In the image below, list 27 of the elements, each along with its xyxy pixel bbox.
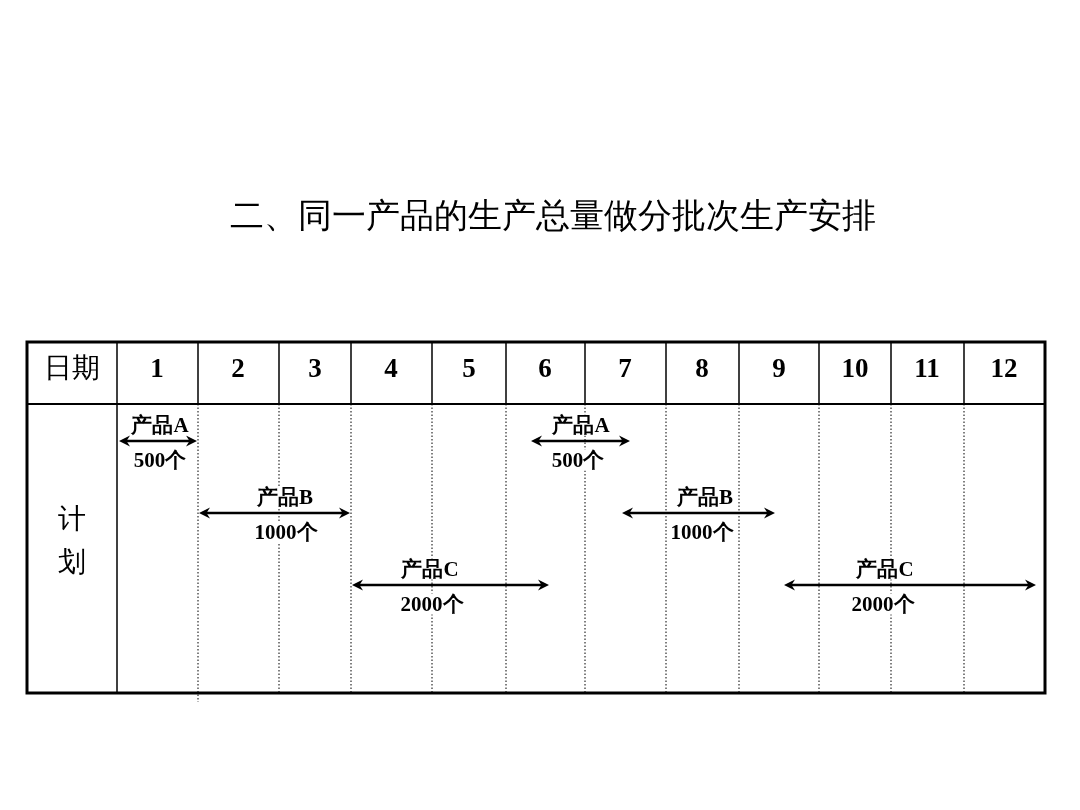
day-number: 11 (914, 354, 940, 382)
product-label: 产品A (130, 414, 190, 436)
day-number: 6 (538, 354, 552, 382)
day-number: 3 (308, 354, 322, 382)
day-number: 4 (384, 354, 398, 382)
product-label: 产品A (551, 414, 611, 436)
date-heading: 日期 (44, 354, 100, 382)
day-number: 12 (990, 354, 1018, 382)
quantity-label: 500个 (550, 449, 606, 471)
day-number: 7 (618, 354, 632, 382)
product-label: 产品B (256, 486, 314, 508)
product-label: 产品C (400, 558, 460, 580)
quantity-label: 1000个 (669, 521, 735, 543)
page-title: 二、同一产品的生产总量做分批次生产安排 (230, 199, 876, 233)
day-number: 1 (150, 354, 164, 382)
day-number: 5 (462, 354, 476, 382)
day-number: 10 (841, 354, 869, 382)
quantity-label: 2000个 (399, 593, 465, 615)
product-label: 产品C (855, 558, 915, 580)
day-number: 2 (231, 354, 245, 382)
day-number: 9 (772, 354, 786, 382)
quantity-label: 1000个 (253, 521, 319, 543)
product-label: 产品B (676, 486, 734, 508)
quantity-label: 2000个 (850, 593, 916, 615)
plan-heading: 计划 (58, 502, 86, 579)
quantity-label: 500个 (132, 449, 188, 471)
day-number: 8 (695, 354, 709, 382)
